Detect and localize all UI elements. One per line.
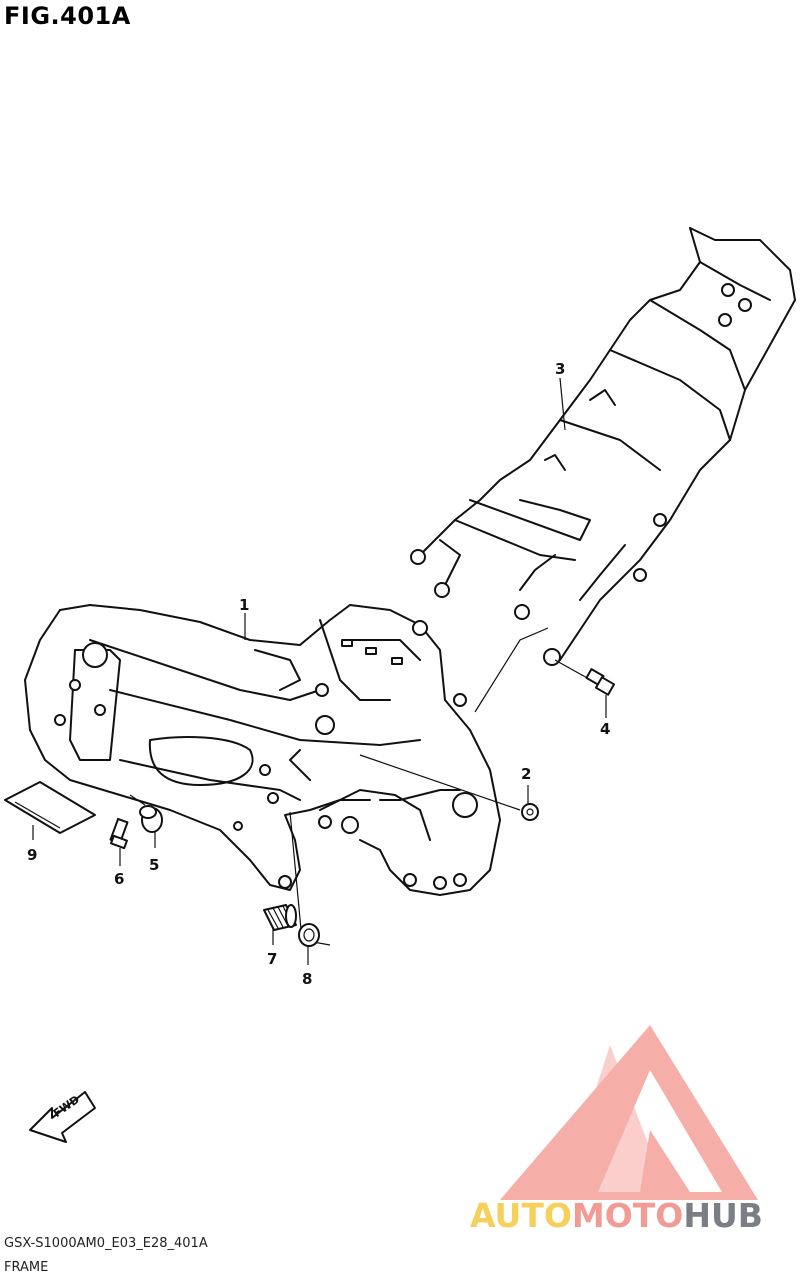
callout-6: 6 <box>114 870 125 888</box>
callout-1: 1 <box>239 596 250 614</box>
fwd-arrow-icon <box>29 1091 96 1143</box>
callout-9: 9 <box>27 846 38 864</box>
leader-lines <box>32 377 607 965</box>
watermark-word-auto: AUTO <box>470 1196 572 1235</box>
callout-3: 3 <box>555 360 566 378</box>
main-frame <box>24 604 501 896</box>
rear-subframe <box>410 227 796 666</box>
callout-8: 8 <box>302 970 313 988</box>
part-name: FRAME <box>4 1260 49 1275</box>
watermark-text: AUTOMOTOHUB <box>470 1196 763 1235</box>
label-plate-part-9 <box>4 781 96 834</box>
watermark-word-hub: HUB <box>683 1196 763 1235</box>
watermark-logo-triangle <box>500 1025 758 1200</box>
bolt-part-6 <box>109 817 129 850</box>
threaded-part-7 <box>263 904 297 931</box>
callout-2: 2 <box>521 765 532 783</box>
bolt-part-2 <box>521 803 539 821</box>
callout-4: 4 <box>600 720 611 738</box>
figure-title: FIG.401A <box>4 2 131 30</box>
bolt-part-4 <box>585 668 616 696</box>
callout-7: 7 <box>267 950 278 968</box>
washer-part-8 <box>298 923 320 947</box>
watermark-word-moto: MOTO <box>571 1196 684 1235</box>
bushing-part-5 <box>139 805 163 833</box>
callout-5: 5 <box>149 856 160 874</box>
part-code: GSX-S1000AM0_E03_E28_401A <box>4 1236 208 1251</box>
